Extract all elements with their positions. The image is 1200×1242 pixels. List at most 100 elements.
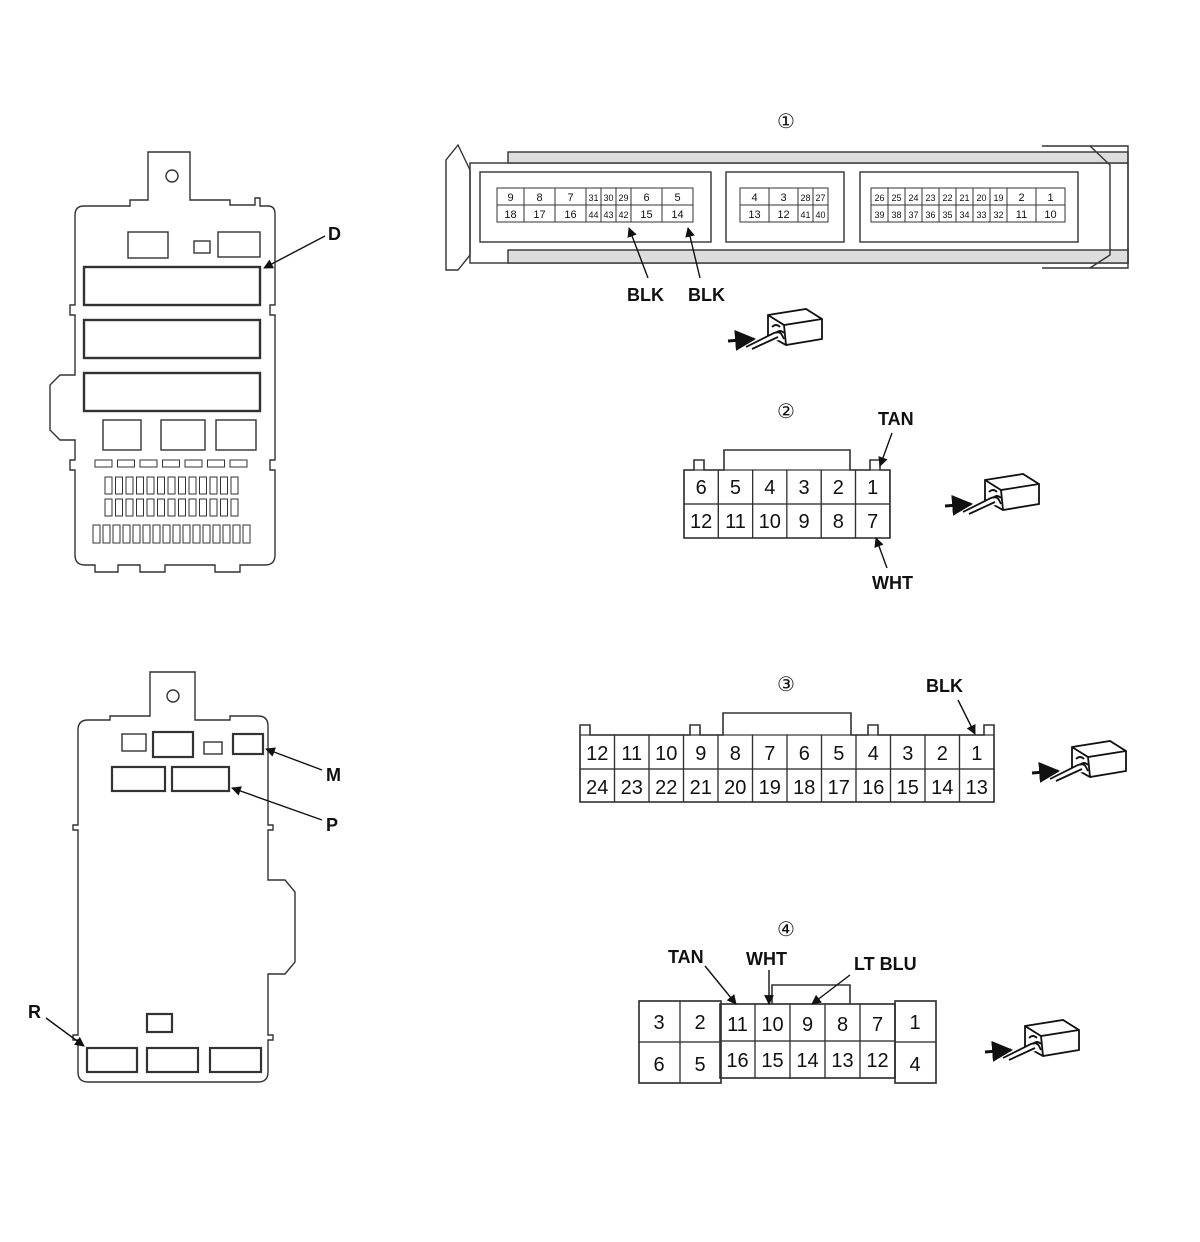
pin-number: 11 xyxy=(621,743,642,765)
pin-number: 38 xyxy=(891,210,901,220)
connector-4-wire-ltblu: LT BLU xyxy=(854,954,917,974)
pin-number: 37 xyxy=(908,210,918,220)
pin-number: 8 xyxy=(833,511,844,533)
pin-number: 2 xyxy=(1018,192,1024,204)
callout-d-label: D xyxy=(328,224,341,244)
pin-number: 41 xyxy=(800,210,810,220)
connector-3: ③ 12241123102292182071961851741631521411… xyxy=(579,672,1126,803)
pin-number: 8 xyxy=(730,743,741,765)
pin-number: 24 xyxy=(586,777,608,799)
pin-number: 26 xyxy=(874,193,884,203)
pin-number: 6 xyxy=(799,743,810,765)
connector-1-marker: ① xyxy=(777,109,795,133)
pin-number: 20 xyxy=(976,193,986,203)
pin-number: 7 xyxy=(567,192,573,204)
callout-m: M xyxy=(265,747,341,785)
connector-1-wire-blk-a: BLK xyxy=(627,285,664,305)
pin-number: 8 xyxy=(536,192,542,204)
pin-number: 7 xyxy=(872,1014,883,1036)
pin-number: 36 xyxy=(925,210,935,220)
pin-number: 24 xyxy=(908,193,918,203)
pin-number: 6 xyxy=(696,477,707,499)
pin-number: 33 xyxy=(976,210,986,220)
connector-4-wire-wht: WHT xyxy=(746,949,787,969)
pin-number: 11 xyxy=(725,511,746,533)
connector-2-wire-wht: WHT xyxy=(872,573,913,593)
pin-number: 25 xyxy=(891,193,901,203)
pin-number: 11 xyxy=(727,1014,748,1036)
pin-number: 16 xyxy=(862,777,884,799)
pin-number: 44 xyxy=(588,210,598,220)
pin-number: 18 xyxy=(504,209,516,221)
pin-number: 3 xyxy=(902,743,913,765)
pin-number: 6 xyxy=(643,192,649,204)
pin-number: 2 xyxy=(833,477,844,499)
pin-number: 23 xyxy=(621,777,643,799)
pin-number: 10 xyxy=(1044,209,1056,221)
pin-number: 3 xyxy=(798,477,809,499)
pin-number: 17 xyxy=(828,777,850,799)
pin-number: 1 xyxy=(971,743,982,765)
connector-2-marker: ② xyxy=(777,399,795,423)
pin-number: 14 xyxy=(796,1050,818,1072)
terminal-side-icon xyxy=(728,309,822,349)
pin-number: 9 xyxy=(798,511,809,533)
pin-number: 3 xyxy=(653,1012,664,1034)
callout-r: R xyxy=(28,1002,85,1047)
pin-number: 16 xyxy=(564,209,576,221)
pin-number: 20 xyxy=(724,777,746,799)
connector-3-wire-blk: BLK xyxy=(926,676,963,696)
pin-number: 3 xyxy=(780,192,786,204)
pin-number: 32 xyxy=(993,210,1003,220)
pin-number: 2 xyxy=(694,1012,705,1034)
pin-number: 28 xyxy=(800,193,810,203)
pin-number: 22 xyxy=(655,777,677,799)
callout-m-label: M xyxy=(326,765,341,785)
pin-number: 10 xyxy=(655,743,677,765)
pin-number: 10 xyxy=(761,1014,783,1036)
pin-number: 14 xyxy=(931,777,953,799)
pin-number: 16 xyxy=(726,1050,748,1072)
pin-number: 43 xyxy=(603,210,613,220)
pin-number: 29 xyxy=(618,193,628,203)
connector-3-marker: ③ xyxy=(777,672,795,696)
pin-number: 19 xyxy=(759,777,781,799)
pin-number: 18 xyxy=(793,777,815,799)
pin-number: 8 xyxy=(837,1014,848,1036)
fuse-box-front xyxy=(49,151,276,573)
connector-4-marker: ④ xyxy=(777,917,795,941)
pin-number: 9 xyxy=(507,192,513,204)
connector-1-wire-blk-b: BLK xyxy=(688,285,725,305)
pin-number: 6 xyxy=(653,1054,664,1076)
pin-number: 4 xyxy=(751,192,757,204)
pin-number: 21 xyxy=(959,193,969,203)
pin-number: 12 xyxy=(690,511,712,533)
pin-number: 34 xyxy=(959,210,969,220)
pin-number: 40 xyxy=(815,210,825,220)
pin-number: 17 xyxy=(533,209,545,221)
pin-number: 1 xyxy=(867,477,878,499)
pin-number: 4 xyxy=(764,477,775,499)
connector-4-wire-tan: TAN xyxy=(668,947,704,967)
pin-number: 9 xyxy=(802,1014,813,1036)
pin-number: 13 xyxy=(748,209,760,221)
pin-number: 12 xyxy=(866,1050,888,1072)
pin-number: 4 xyxy=(909,1054,920,1076)
terminal-side-icon xyxy=(945,474,1039,514)
callout-d: D xyxy=(263,224,341,269)
terminal-side-icon xyxy=(985,1020,1079,1060)
pin-number: 23 xyxy=(925,193,935,203)
pin-number: 27 xyxy=(815,193,825,203)
pin-number: 15 xyxy=(640,209,652,221)
terminal-side-icon xyxy=(1032,741,1126,781)
pin-number: 1 xyxy=(1047,192,1053,204)
pin-number: 11 xyxy=(1016,209,1027,221)
pin-number: 14 xyxy=(671,209,683,221)
pin-number: 15 xyxy=(761,1050,783,1072)
pin-number: 19 xyxy=(993,193,1003,203)
pin-number: 15 xyxy=(897,777,919,799)
pin-number: 42 xyxy=(618,210,628,220)
pin-number: 12 xyxy=(777,209,789,221)
